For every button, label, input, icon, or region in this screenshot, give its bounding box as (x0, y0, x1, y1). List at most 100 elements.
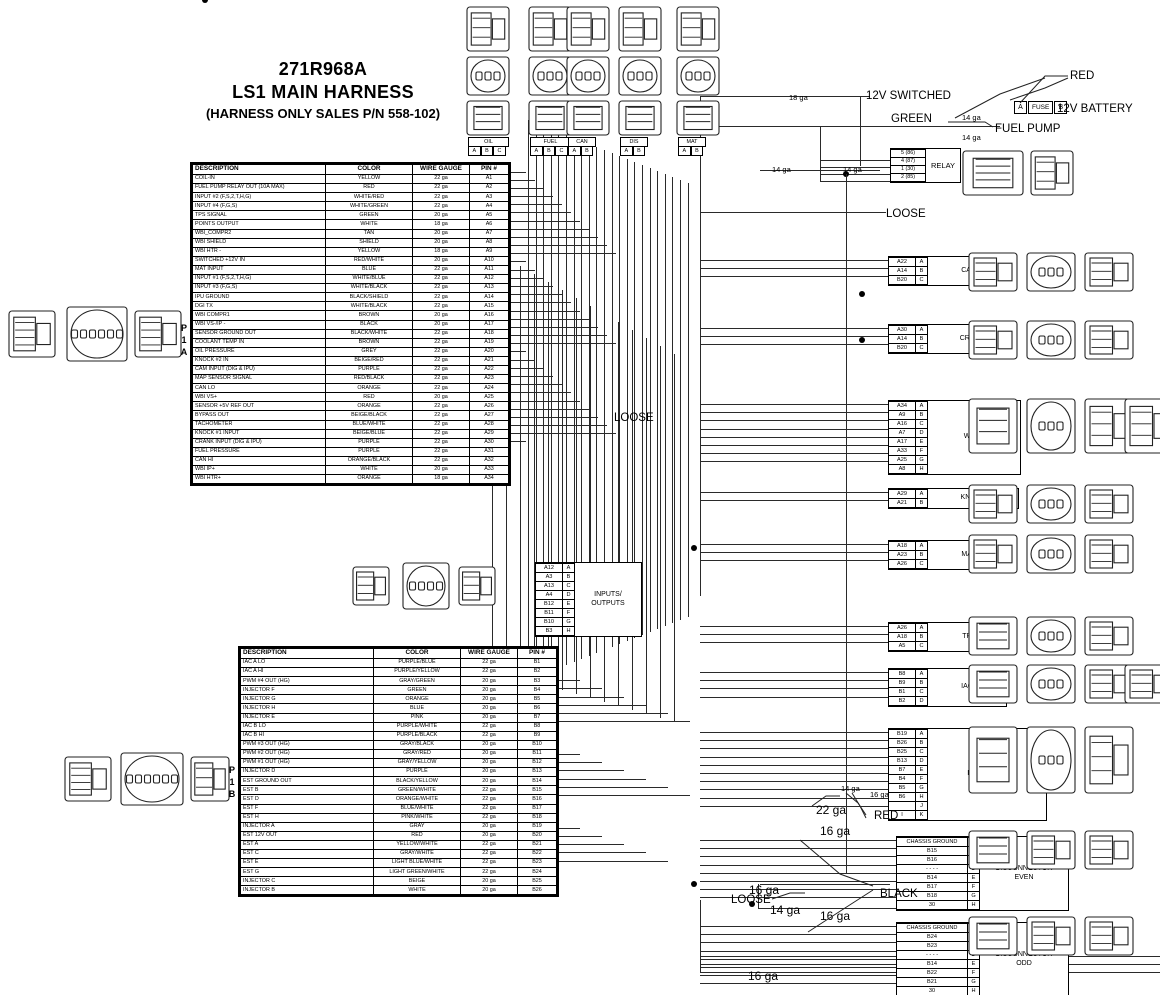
table-cell: WBI HTR - (192, 246, 326, 257)
table-cell: A8 (469, 237, 509, 248)
table-cell: RED (325, 183, 413, 194)
callout-fuel-pump: FUEL PUMP (995, 123, 1061, 135)
table-cell: GRAY/BLACK (373, 739, 461, 750)
pin-letter: A (916, 489, 928, 499)
connector-graphic (466, 100, 510, 136)
connector-graphic (566, 100, 610, 136)
table-cell: DGI TX (192, 301, 326, 312)
connector-graphic (1084, 916, 1134, 956)
connector-graphic (466, 56, 510, 96)
table-cell: A5 (469, 210, 509, 221)
table-cell: WBI SHIELD (192, 237, 326, 248)
connector-pin: B (542, 147, 556, 156)
pin-letter: B (916, 739, 928, 748)
table-cell: GRAY/YELLOW (373, 758, 461, 769)
wire-segment (588, 144, 590, 656)
table-cell: PURPLE/BLACK (373, 730, 461, 741)
wire-segment (535, 123, 537, 677)
table-cell: KNOCK #1 INPUT (192, 428, 326, 439)
table-cell: 22 ga (412, 364, 470, 376)
pin-source: A7 (889, 429, 916, 438)
table-cell: INJECTOR E (240, 712, 374, 723)
table-cell: PINK/WHITE (373, 812, 461, 823)
table-cell: A28 (469, 419, 509, 430)
wire-segment (860, 96, 861, 166)
wire-segment (700, 897, 896, 899)
wire-segment (820, 174, 890, 175)
wire-segment (700, 500, 888, 502)
table-cell: RED/WHITE (325, 255, 413, 266)
pin-letter: H (563, 627, 575, 636)
pin-letter: F (563, 609, 575, 618)
connector-graphic (1084, 398, 1134, 454)
wire-segment (520, 266, 521, 678)
table-cell: 22 ga (412, 328, 470, 339)
wire-segment (700, 445, 888, 446)
wire-segment (700, 773, 888, 774)
pin-source: A12 (536, 563, 563, 573)
connector-graphic (1084, 830, 1134, 870)
wire-segment (760, 884, 890, 885)
wire-segment (474, 852, 646, 854)
connector-pin: C (555, 147, 568, 156)
table-cell: COOLANT TEMP IN (192, 337, 326, 348)
connector-graphic (968, 320, 1018, 360)
wire-segment (700, 942, 896, 944)
table-cell: YELLOW (325, 173, 413, 185)
connector-pin: C (493, 147, 506, 156)
table-cell: A13 (469, 283, 509, 294)
gauge-16ga-odd: 16 ga (820, 909, 851, 923)
relay-pin: 5 (86) (891, 149, 926, 158)
table-cell: 20 ga (460, 685, 518, 696)
gauge-14ga-battery: 14 ga (962, 113, 981, 122)
pin-letter: B (563, 573, 575, 582)
table-cell: B22 (517, 848, 557, 860)
table-cell: A14 (469, 292, 509, 303)
table-cell: INPUT #2 (F,S,2,T,H,G) (192, 192, 326, 203)
table-cell: B23 (517, 858, 557, 869)
wire-segment (700, 732, 888, 733)
pin-letter: E (968, 960, 980, 969)
table-cell: IAC B HI (240, 730, 374, 741)
connector-graphic (968, 484, 1018, 524)
table-cell: A31 (469, 446, 509, 457)
wire-segment (590, 306, 591, 698)
table-cell: 18 ga (412, 219, 470, 230)
table-cell: A27 (469, 410, 509, 421)
pin-source: A26 (889, 560, 916, 569)
wire-segment (700, 983, 896, 985)
pin-letter: A (916, 541, 928, 551)
connector-graphic (134, 310, 182, 358)
table-cell: SWITCHED +12V IN (192, 255, 326, 266)
pin-source: A25 (889, 456, 916, 465)
pin-letter: F (968, 969, 980, 978)
table-cell: 20 ga (412, 210, 470, 221)
table-cell: SENSOR GROUND OUT (192, 328, 326, 339)
table-cell: BYPASS OUT (192, 410, 326, 421)
pin-letter: C (563, 582, 575, 591)
pin-source: A14 (889, 335, 916, 344)
pin-source: 30 (897, 987, 968, 995)
pin-letter: B (916, 335, 928, 344)
wire-segment (820, 126, 821, 166)
gauge-14ga-injectors: 14 ga (841, 784, 860, 793)
pin-source: A4 (536, 591, 563, 600)
gauge-14ga-fuel-pump: 14 ga (962, 133, 981, 142)
wire-segment (700, 958, 896, 960)
table-cell: A7 (469, 228, 509, 239)
table-cell: 22 ga (412, 419, 470, 430)
column-header: COLOR (325, 164, 413, 175)
table-cell: 18 ga (412, 246, 470, 257)
table-cell: B2 (517, 667, 557, 678)
table-cell: 22 ga (412, 201, 470, 212)
wire-segment (758, 884, 759, 908)
